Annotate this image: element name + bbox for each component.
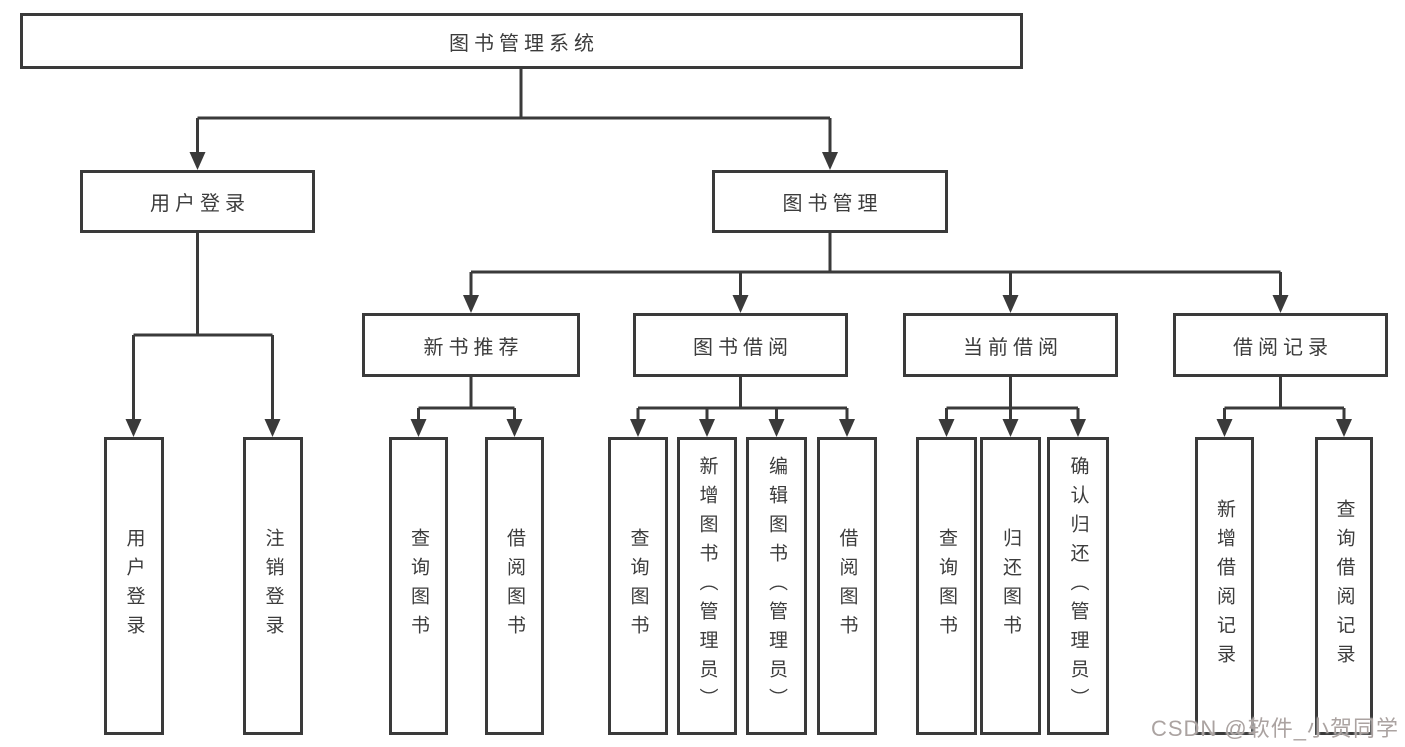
leaf-confirm-return-admin: 确认归还（管理员）	[1047, 437, 1109, 735]
leaf-query-books-recommend-label: 查询图书	[408, 528, 429, 644]
leaf-query-books-current-label: 查询图书	[936, 528, 957, 644]
leaf-return-books-label: 归还图书	[1000, 528, 1021, 644]
connector-newbook-group	[417, 377, 516, 423]
leaf-add-borrow-record-label: 新增借阅记录	[1214, 499, 1235, 673]
connector-root	[196, 69, 832, 156]
leaf-borrow-books: 借阅图书	[817, 437, 877, 735]
leaf-query-books-borrow-label: 查询图书	[627, 528, 649, 644]
leaf-add-borrow-record: 新增借阅记录	[1195, 437, 1254, 735]
leaf-user-login-label: 用户登录	[123, 528, 145, 644]
csdn-watermark: CSDN @软件_小贺同学	[1150, 716, 1399, 741]
node-library-management-system: 图书管理系统	[20, 13, 1023, 69]
leaf-logout-label: 注销登录	[262, 528, 284, 644]
leaf-borrow-books-recommend: 借阅图书	[485, 437, 544, 735]
arrowheads	[125, 152, 1352, 437]
node-new-book-recommendation: 新书推荐	[362, 313, 580, 377]
connector-borrow-group	[636, 377, 849, 423]
node-user-login: 用户登录	[80, 170, 315, 233]
leaf-add-books-admin-label: 新增图书（管理员）	[696, 455, 718, 717]
leaf-borrow-books-label: 借阅图书	[836, 528, 858, 644]
leaf-logout: 注销登录	[243, 437, 303, 735]
leaf-query-books-recommend: 查询图书	[389, 437, 448, 735]
leaf-query-books-borrow: 查询图书	[608, 437, 668, 735]
leaf-borrow-books-recommend-label: 借阅图书	[504, 528, 525, 644]
leaf-add-books-admin: 新增图书（管理员）	[677, 437, 737, 735]
connector-management-group	[469, 233, 1282, 299]
node-book-borrowing: 图书借阅	[633, 313, 848, 377]
leaf-return-books: 归还图书	[980, 437, 1041, 735]
connector-records-group	[1223, 377, 1346, 423]
leaf-query-borrow-record: 查询借阅记录	[1315, 437, 1373, 735]
node-book-management: 图书管理	[712, 170, 948, 233]
leaf-user-login: 用户登录	[104, 437, 164, 735]
leaf-query-borrow-record-label: 查询借阅记录	[1333, 499, 1355, 673]
node-borrowing-records: 借阅记录	[1173, 313, 1388, 377]
node-current-borrowing: 当前借阅	[903, 313, 1118, 377]
leaf-query-books-current: 查询图书	[916, 437, 977, 735]
connector-current-group	[945, 377, 1080, 423]
leaf-edit-books-admin-label: 编辑图书（管理员）	[766, 455, 787, 717]
connector-login-group	[132, 233, 274, 423]
leaf-edit-books-admin: 编辑图书（管理员）	[746, 437, 807, 735]
leaf-confirm-return-admin-label: 确认归还（管理员）	[1067, 455, 1089, 717]
